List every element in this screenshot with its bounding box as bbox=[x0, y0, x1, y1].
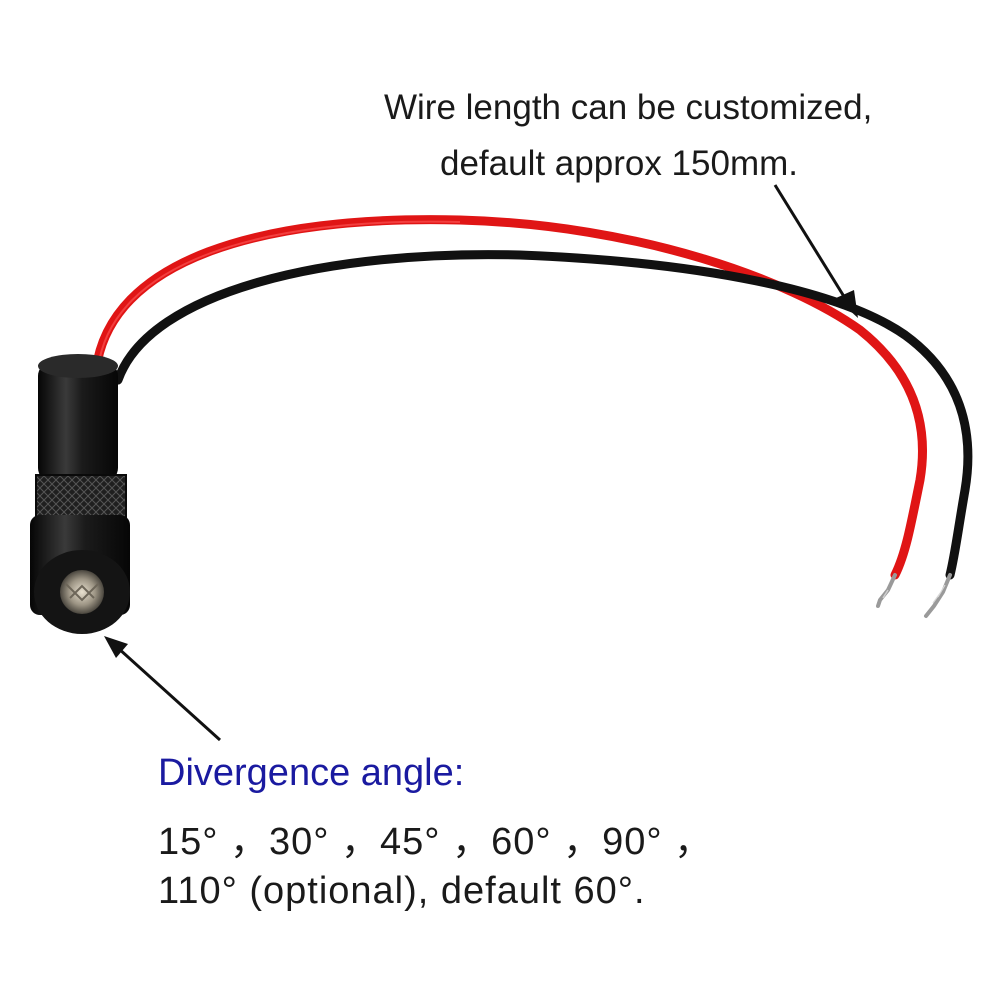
red-wire bbox=[91, 215, 927, 580]
wire-caption-line2: default approx 150mm. bbox=[440, 144, 798, 183]
wire-arrow bbox=[773, 184, 858, 318]
laser-module bbox=[30, 354, 130, 634]
lens-arrow bbox=[104, 636, 222, 742]
angle-options-line2: 110° (optional), default 60°. bbox=[158, 870, 646, 912]
black-wire-tip bbox=[924, 573, 952, 618]
black-wire bbox=[113, 250, 973, 580]
lens bbox=[60, 570, 104, 614]
angle-options-line1: 15° ，30° ，45° ，60° ，90° ， bbox=[158, 821, 714, 863]
divergence-title: Divergence angle: bbox=[158, 752, 465, 794]
wire-caption-line1: Wire length can be customized, bbox=[384, 88, 873, 127]
wire-length-caption: Wire length can be customized, default a… bbox=[384, 80, 872, 192]
red-wire-tip bbox=[876, 573, 897, 608]
